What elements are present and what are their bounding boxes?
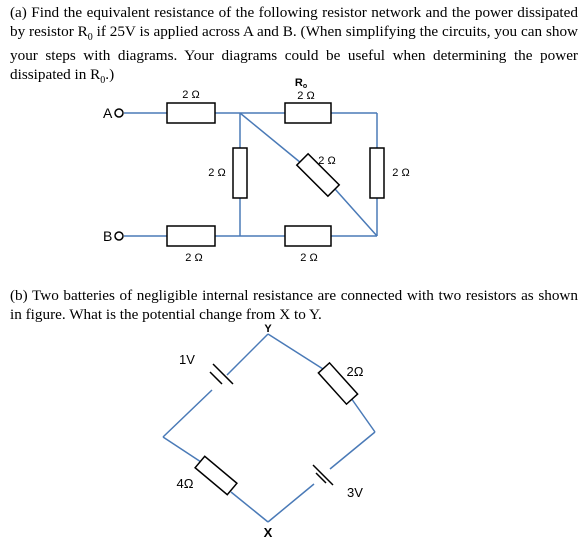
r0-label: Ro	[295, 77, 307, 90]
resistor-a-bottom-left	[166, 225, 216, 247]
resistor-r0	[284, 102, 332, 124]
resistor-label: 2 Ω	[185, 252, 202, 264]
resistor-a-diagonal	[295, 152, 341, 198]
resistor-a-right-vertical	[369, 147, 385, 199]
terminal-b-label: B	[103, 228, 112, 244]
resistor-label: 2 Ω	[182, 89, 199, 101]
terminal-b-node	[114, 231, 124, 241]
terminal-a-node	[114, 108, 124, 118]
resistor-label: 2 Ω	[208, 167, 225, 179]
part-b-question: (b) Two batteries of negligible internal…	[10, 287, 578, 323]
resistor-label: 2 Ω	[300, 252, 317, 264]
resistor-label: 2 Ω	[318, 155, 335, 167]
part-a-question: (a) Find the equivalent resistance of th…	[10, 4, 579, 86]
resistor-label: 2 Ω	[297, 90, 314, 102]
terminal-a-label: A	[103, 105, 113, 121]
resistor-a-left-vertical	[232, 147, 248, 199]
resistor-a-top-left	[166, 102, 216, 124]
resistor-label: 2 Ω	[392, 167, 409, 179]
resistor-a-bottom-right	[284, 225, 332, 247]
